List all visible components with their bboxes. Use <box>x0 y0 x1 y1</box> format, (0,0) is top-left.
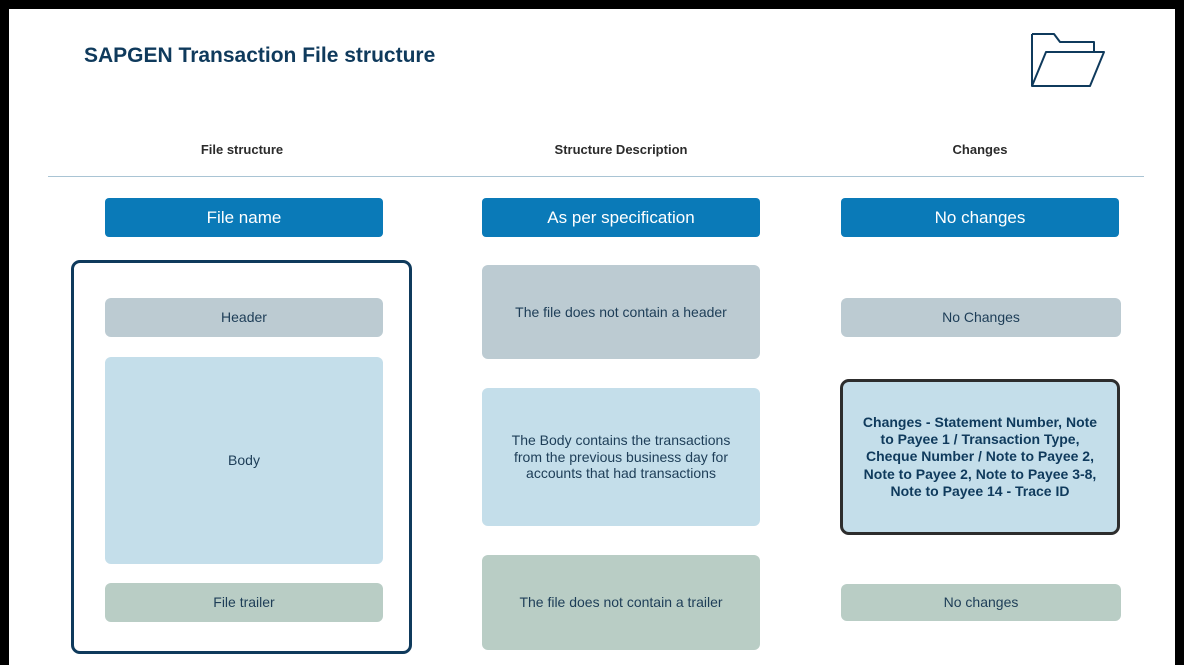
trailer-changes: No changes <box>841 584 1121 621</box>
file-name-pill: File name <box>105 198 383 237</box>
body-block: Body <box>105 357 383 564</box>
body-description: The Body contains the transactions from … <box>482 388 760 526</box>
page-title: SAPGEN Transaction File structure <box>84 44 436 67</box>
header-divider <box>48 176 1144 177</box>
header-changes: No Changes <box>841 298 1121 337</box>
folder-icon <box>1031 33 1105 87</box>
file-trailer-block: File trailer <box>105 583 383 622</box>
body-changes: Changes - Statement Number, Note to Paye… <box>840 379 1120 535</box>
specification-pill: As per specification <box>482 198 760 237</box>
header-description: The file does not contain a header <box>482 265 760 359</box>
file-structure-outline <box>71 260 412 654</box>
column-header-structure-description: Structure Description <box>554 142 688 157</box>
trailer-description: The file does not contain a trailer <box>482 555 760 650</box>
column-header-file-structure: File structure <box>200 142 284 157</box>
no-changes-pill: No changes <box>841 198 1119 237</box>
column-header-changes: Changes <box>952 142 1008 157</box>
header-block: Header <box>105 298 383 337</box>
